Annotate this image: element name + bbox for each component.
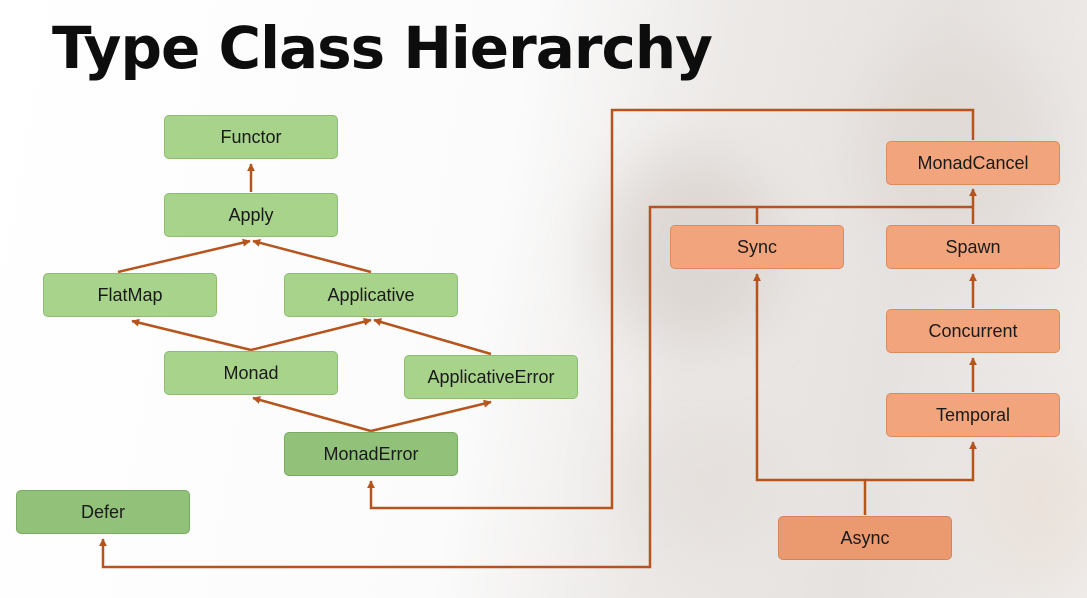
arrow-monad-applicative [250,317,372,352]
node-applicative: Applicative [284,273,458,317]
node-apply-label: Apply [228,204,274,225]
node-monad: Monad [164,351,338,395]
node-applicative-label: Applicative [327,284,415,305]
node-monad-label: Monad [223,362,279,383]
node-functor: Functor [164,115,338,159]
node-defer-label: Defer [80,501,125,522]
node-async-label: Async [840,527,890,548]
node-spawn: Spawn [886,225,1060,269]
arrow-monaderror-monad [252,396,372,433]
node-apply: Apply [164,193,338,237]
node-temporal-label: Temporal [935,404,1011,425]
node-defer: Defer [16,490,190,534]
node-monad-cancel: MonadCancel [886,141,1060,185]
arrow-applicativeerror-applicative [373,318,492,356]
node-applicative-error-label: ApplicativeError [427,366,555,387]
node-concurrent: Concurrent [886,309,1060,353]
arrow-monaderror-applicativeerror [370,399,492,433]
arrow-monad-flatmap [131,318,252,352]
node-monad-error: MonadError [284,432,458,476]
arrow-applicative-apply [252,238,372,274]
arrow-flatmap-apply [117,238,251,274]
node-spawn-label: Spawn [945,236,1001,257]
node-flatmap-label: FlatMap [97,284,163,305]
arrow-async-temporal [865,441,977,482]
node-monad-cancel-label: MonadCancel [917,152,1029,173]
arrow-async-sync [753,273,867,515]
arrow-monadcancel-monaderror [367,108,975,510]
arrow-sync-defer [99,205,759,569]
node-sync-label: Sync [736,236,778,257]
node-concurrent-label: Concurrent [928,320,1018,341]
node-sync: Sync [670,225,844,269]
node-flatmap: FlatMap [43,273,217,317]
node-functor-label: Functor [220,126,282,147]
node-async: Async [778,516,952,560]
slide-title: Type Class Hierarchy [52,14,713,82]
node-temporal: Temporal [886,393,1060,437]
node-monad-error-label: MonadError [323,443,419,464]
node-applicative-error: ApplicativeError [404,355,578,399]
